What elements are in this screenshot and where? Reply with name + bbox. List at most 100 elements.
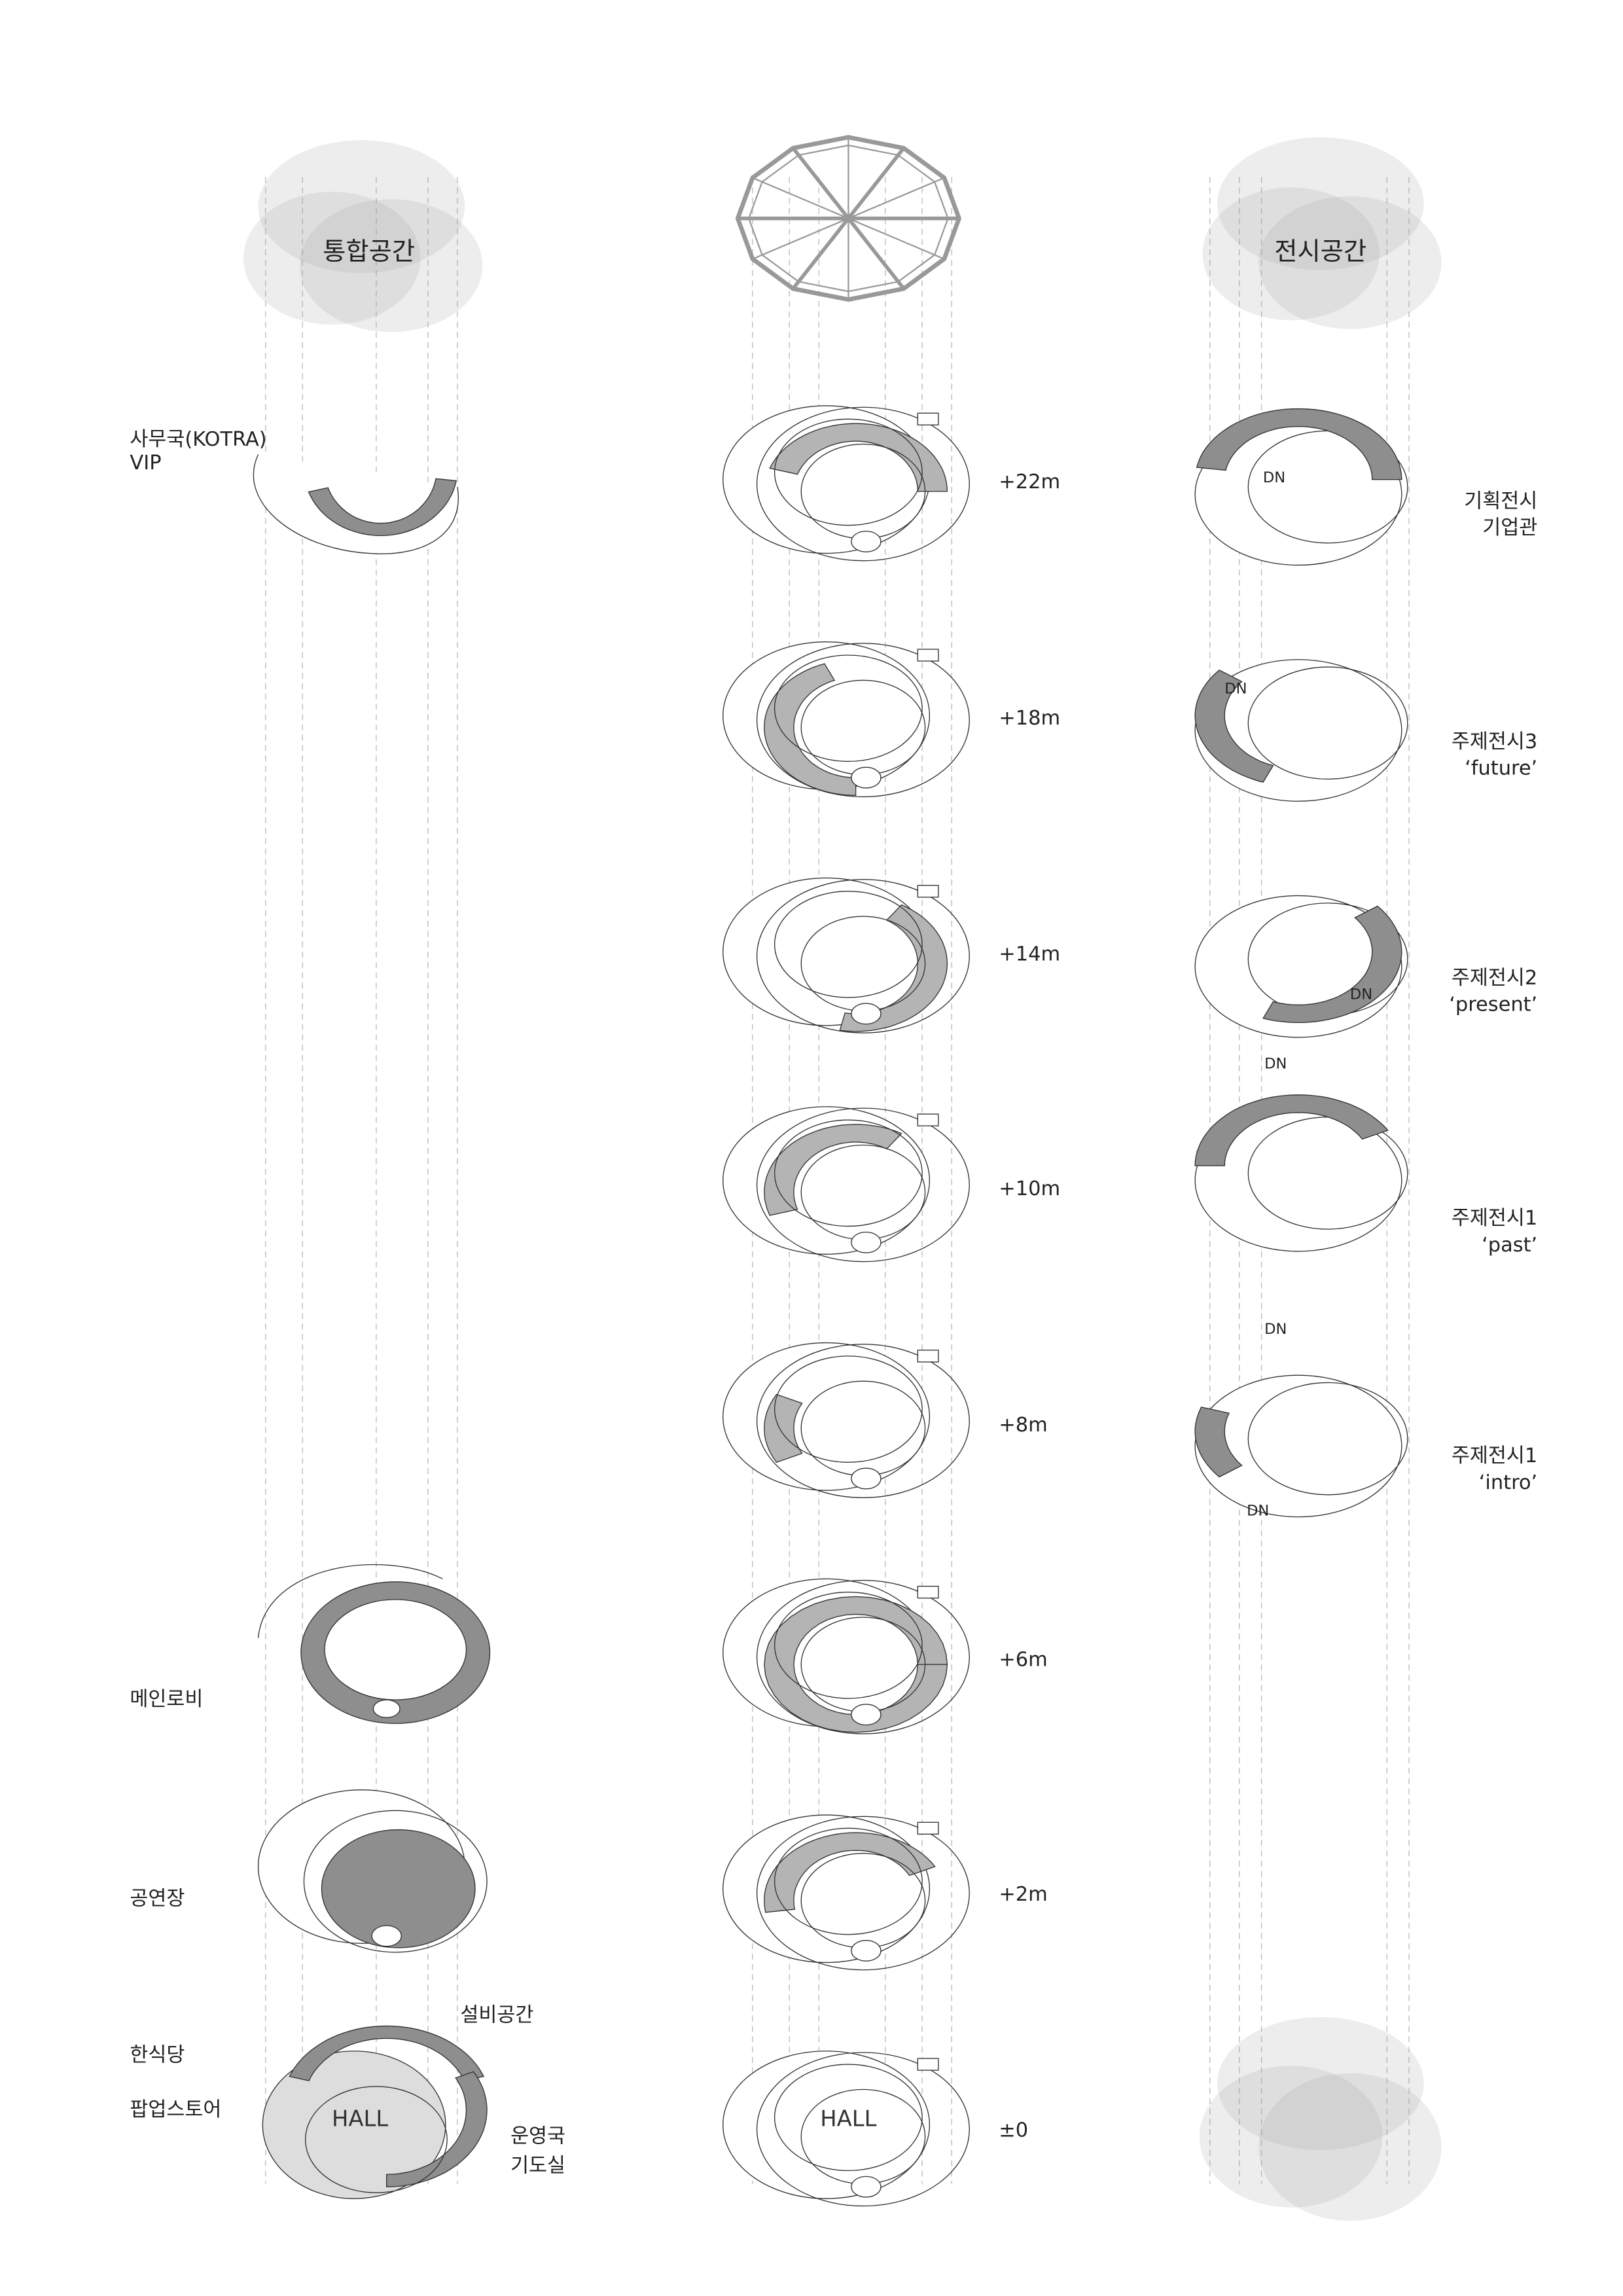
dn-markers: DN DN DN DN DN DN <box>1224 469 1372 1519</box>
exhibit-label: 주제전시3 <box>1452 730 1537 753</box>
stair-core <box>917 1350 939 1363</box>
elevator-core <box>851 1467 882 1490</box>
outer-ring <box>722 641 931 790</box>
exhibition-level <box>1194 659 1408 802</box>
elevator-core <box>851 766 882 789</box>
label-main-lobby: 메인로비 <box>130 1688 203 1711</box>
hall-level <box>262 2025 488 2199</box>
outer-ring <box>722 1342 931 1491</box>
outer-ring <box>722 2051 931 2199</box>
floor-plan-level <box>722 405 970 562</box>
operations-floor <box>386 2071 488 2187</box>
truss-rib <box>847 217 906 290</box>
exhibition-floor <box>1262 905 1402 1024</box>
level-label: +10m <box>999 1177 1060 1200</box>
outer-ring <box>756 2052 970 2207</box>
highlighted-floor <box>839 904 948 1032</box>
elevator-core <box>372 1699 401 1718</box>
ramp <box>774 655 923 762</box>
right-bottom-cloud <box>1199 2017 1442 2221</box>
truss-rib <box>847 217 945 260</box>
exhibition-floor <box>1194 1407 1243 1478</box>
roof-truss <box>735 135 962 302</box>
exhibit-label: 주제전시2 <box>1452 967 1537 990</box>
outer-ring <box>756 643 970 798</box>
lobby-void <box>324 1599 467 1700</box>
floor-outline <box>257 1564 443 1638</box>
dn-label: DN <box>1350 986 1372 1003</box>
right-cloud: 전시공간 <box>1202 137 1442 329</box>
left-cloud: 통합공간 <box>243 140 483 332</box>
ramp <box>774 1355 923 1463</box>
elevator-core <box>851 1231 882 1253</box>
label-theater: 공연장 <box>130 1888 185 1910</box>
exhibit-sublabel: 기업관 <box>1482 516 1537 539</box>
elevator-core <box>851 1939 882 1962</box>
exhibition-floor <box>1194 1094 1389 1166</box>
elevator-core <box>851 1704 882 1726</box>
label-operations: 운영국 <box>510 2125 565 2148</box>
truss-rib <box>791 217 850 290</box>
outer-ring <box>756 1344 970 1498</box>
floor-outline <box>1194 1374 1402 1518</box>
exhibition-floor <box>1196 408 1402 480</box>
level-labels: +22m +18m +14m +10m +8m +6m +2m ±0 <box>999 471 1060 2142</box>
label-vip: VIP <box>130 452 161 475</box>
floor-plan-level <box>722 1578 970 1734</box>
office-floor <box>308 478 457 537</box>
truss-rib <box>791 147 850 220</box>
highlighted-floor <box>764 1832 936 1913</box>
highlighted-floor <box>764 1596 948 1733</box>
exhibit-sublabel: ‘present’ <box>1449 993 1537 1016</box>
outer-ring <box>756 1816 970 1971</box>
highlighted-floor <box>769 423 948 492</box>
left-hall-label: HALL <box>332 2106 388 2132</box>
label-popup-store: 팝업스토어 <box>130 2098 221 2121</box>
elevator-core <box>851 530 882 552</box>
middle-levels <box>722 405 970 2207</box>
floor-plan-level <box>722 1342 970 1498</box>
exhibit-sublabel: ‘intro’ <box>1479 1471 1537 1494</box>
truss-rib <box>752 217 849 260</box>
stair-core <box>917 885 939 898</box>
stair-core <box>917 2058 939 2071</box>
theater-level <box>257 1789 488 1953</box>
dn-label: DN <box>1247 1502 1269 1519</box>
level-label: ±0 <box>999 2119 1028 2142</box>
level-label: +14m <box>999 943 1060 966</box>
level-label: +6m <box>999 1648 1047 1671</box>
floor-plan-level <box>722 877 970 1033</box>
outer-ring <box>756 406 970 562</box>
level-label: +22m <box>999 471 1060 493</box>
stair-core <box>917 649 939 662</box>
exhibition-level <box>1194 895 1408 1038</box>
dn-label: DN <box>1264 1055 1287 1072</box>
level-label: +18m <box>999 707 1060 730</box>
hall-ring <box>305 2086 448 2193</box>
office-level <box>253 454 459 554</box>
left-level-shapes <box>253 454 491 2199</box>
stair-core <box>917 412 939 425</box>
level-label: +8m <box>999 1414 1047 1437</box>
inner-ring <box>1247 666 1408 780</box>
right-level-shapes <box>1194 408 1408 1518</box>
stair-core <box>917 1113 939 1126</box>
elevator-core <box>371 1925 402 1947</box>
hall-floor <box>262 2051 446 2199</box>
floor-plan-level <box>722 1106 970 1263</box>
main-lobby-level <box>257 1564 491 1724</box>
dn-label: DN <box>1224 681 1247 698</box>
left-column-title: 통합공간 <box>323 237 415 266</box>
exhibit-label: 주제전시1 <box>1452 1207 1537 1230</box>
truss-rib <box>847 147 906 220</box>
dn-label: DN <box>1264 1321 1287 1338</box>
exhibit-label: 주제전시1 <box>1452 1444 1537 1467</box>
ramp <box>774 2064 923 2172</box>
theater-floor <box>321 1829 476 1948</box>
exhibit-sublabel: ‘future’ <box>1465 757 1537 780</box>
exhibition-level <box>1194 1094 1408 1252</box>
highlighted-floor <box>764 663 857 796</box>
ramp <box>774 1119 923 1227</box>
dn-label: DN <box>1263 469 1285 486</box>
